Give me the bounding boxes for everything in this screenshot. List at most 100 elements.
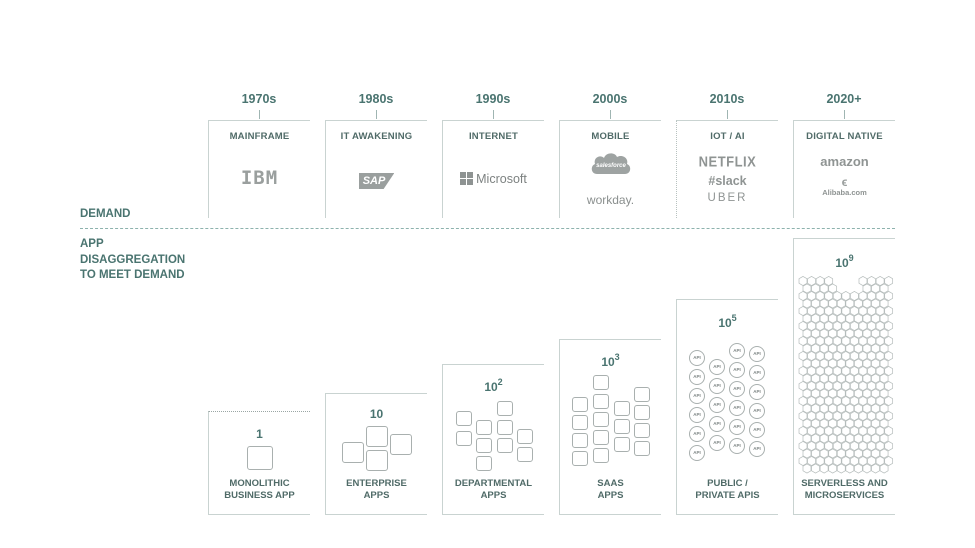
microservice-hex-icon — [875, 440, 885, 452]
alibaba-mark-icon: ϵ — [841, 175, 848, 189]
microservice-hex-icon — [798, 455, 808, 467]
app-block — [517, 429, 533, 444]
app-block — [593, 375, 609, 390]
decade-tick — [376, 110, 377, 119]
microservice-hex-icon — [884, 410, 894, 422]
microservice-hex-icon — [802, 328, 812, 339]
api-node-icon: API — [749, 384, 765, 400]
era-box-digital-native: DIGITAL NATIVE amazon ϵ Alibaba.com — [793, 120, 895, 218]
microservice-hex-icon — [862, 463, 872, 474]
microservice-hex-icon — [875, 365, 885, 377]
era-box-mobile: MOBILE salesforce workday. — [559, 120, 661, 218]
microservice-hex-icon — [819, 328, 829, 339]
microservice-hex-icon — [845, 373, 855, 384]
microservice-hex-icon — [815, 335, 825, 347]
microservice-hex-icon — [841, 455, 851, 467]
microservice-hex-icon — [850, 425, 859, 437]
microservice-hex-icon — [811, 283, 820, 294]
microservice-hex-icon — [802, 433, 812, 444]
api-node-icon: API — [729, 343, 745, 359]
microservice-hex-icon — [867, 410, 876, 422]
microservice-hex-icon — [824, 440, 834, 452]
microservice-hex-icon — [807, 410, 816, 422]
microservice-hex-icon — [879, 358, 889, 369]
microservice-hex-icon — [841, 440, 851, 452]
microservice-hex-icon — [807, 380, 816, 392]
microservice-hex-icon — [858, 290, 868, 302]
decade-1980s: 1980s — [358, 92, 394, 106]
microservice-hex-icon — [798, 425, 808, 437]
app-block — [572, 415, 588, 430]
microservice-hex-icon — [841, 410, 851, 422]
microservice-hex-grid — [798, 275, 894, 474]
microservice-hex-icon — [824, 305, 834, 317]
microservice-hex-icon — [867, 275, 876, 287]
microservice-hex-icon — [841, 350, 851, 362]
microservice-hex-icon — [871, 328, 880, 339]
salesforce-logo-text: salesforce — [596, 163, 626, 169]
microservice-hex-icon — [828, 463, 838, 474]
microservice-hex-icon — [884, 395, 894, 407]
microservice-hex-icon — [850, 395, 859, 407]
microservice-hex-icon — [867, 305, 876, 317]
api-node-icon: API — [749, 365, 765, 381]
decade-tick — [610, 110, 611, 119]
microservice-hex-icon — [884, 425, 894, 437]
microservice-hex-icon — [858, 440, 868, 452]
decade-tick — [727, 110, 728, 119]
microservice-hex-icon — [884, 365, 894, 377]
microservice-hex-icon — [819, 433, 829, 444]
microservice-hex-icon — [828, 298, 838, 309]
app-block — [572, 433, 588, 448]
alibaba-logo-text: Alibaba.com — [822, 188, 867, 197]
microservice-hex-icon — [811, 298, 820, 309]
microservice-hex-icon — [832, 440, 842, 452]
microservice-hex-icon — [824, 335, 834, 347]
microservice-hex-icon — [832, 350, 842, 362]
microservice-hex-icon — [879, 433, 889, 444]
microservice-hex-icon — [884, 305, 894, 317]
microservice-hex-icon — [819, 298, 829, 309]
microservice-hex-icon — [828, 343, 838, 354]
microservice-hex-icon — [798, 440, 808, 452]
microservice-hex-icon — [871, 418, 880, 429]
microservice-hex-icon — [832, 380, 842, 392]
salesforce-cloud-icon: salesforce — [591, 153, 630, 174]
microservice-hex-icon — [828, 388, 838, 399]
microservice-hex-icon — [871, 358, 880, 369]
era-box-mainframe: MAINFRAME IBM — [208, 120, 310, 218]
decade-2020s: 2020+ — [826, 92, 862, 106]
microservice-hex-icon — [815, 275, 825, 287]
microservice-hex-icon — [811, 463, 820, 474]
microservice-hex-icon — [824, 410, 834, 422]
microservice-hex-icon — [819, 373, 829, 384]
microservice-hex-icon — [862, 298, 872, 309]
microservice-hex-icon — [884, 335, 894, 347]
microservice-hex-icon — [858, 425, 868, 437]
microservice-hex-icon — [836, 343, 846, 354]
microservice-hex-icon — [811, 433, 820, 444]
app-block — [634, 423, 650, 438]
microservice-hex-icon — [841, 365, 851, 377]
microservice-hex-icon — [879, 373, 889, 384]
microservice-hex-icon — [871, 433, 880, 444]
api-node-icon: API — [689, 369, 705, 385]
microservice-hex-icon — [824, 455, 834, 467]
microservice-hex-icon — [815, 395, 825, 407]
microservice-hex-icon — [807, 305, 816, 317]
microservice-hex-icon — [832, 425, 842, 437]
slack-hash-icon: # — [708, 174, 716, 188]
microservice-hex-icon — [867, 440, 876, 452]
microservice-hex-icon — [862, 328, 872, 339]
microservice-hex-icon — [807, 365, 816, 377]
microservice-hex-icon — [871, 373, 880, 384]
microservice-hex-icon — [824, 365, 834, 377]
app-label-line: TO MEET DEMAND — [80, 269, 185, 281]
api-node-icon: API — [689, 388, 705, 404]
